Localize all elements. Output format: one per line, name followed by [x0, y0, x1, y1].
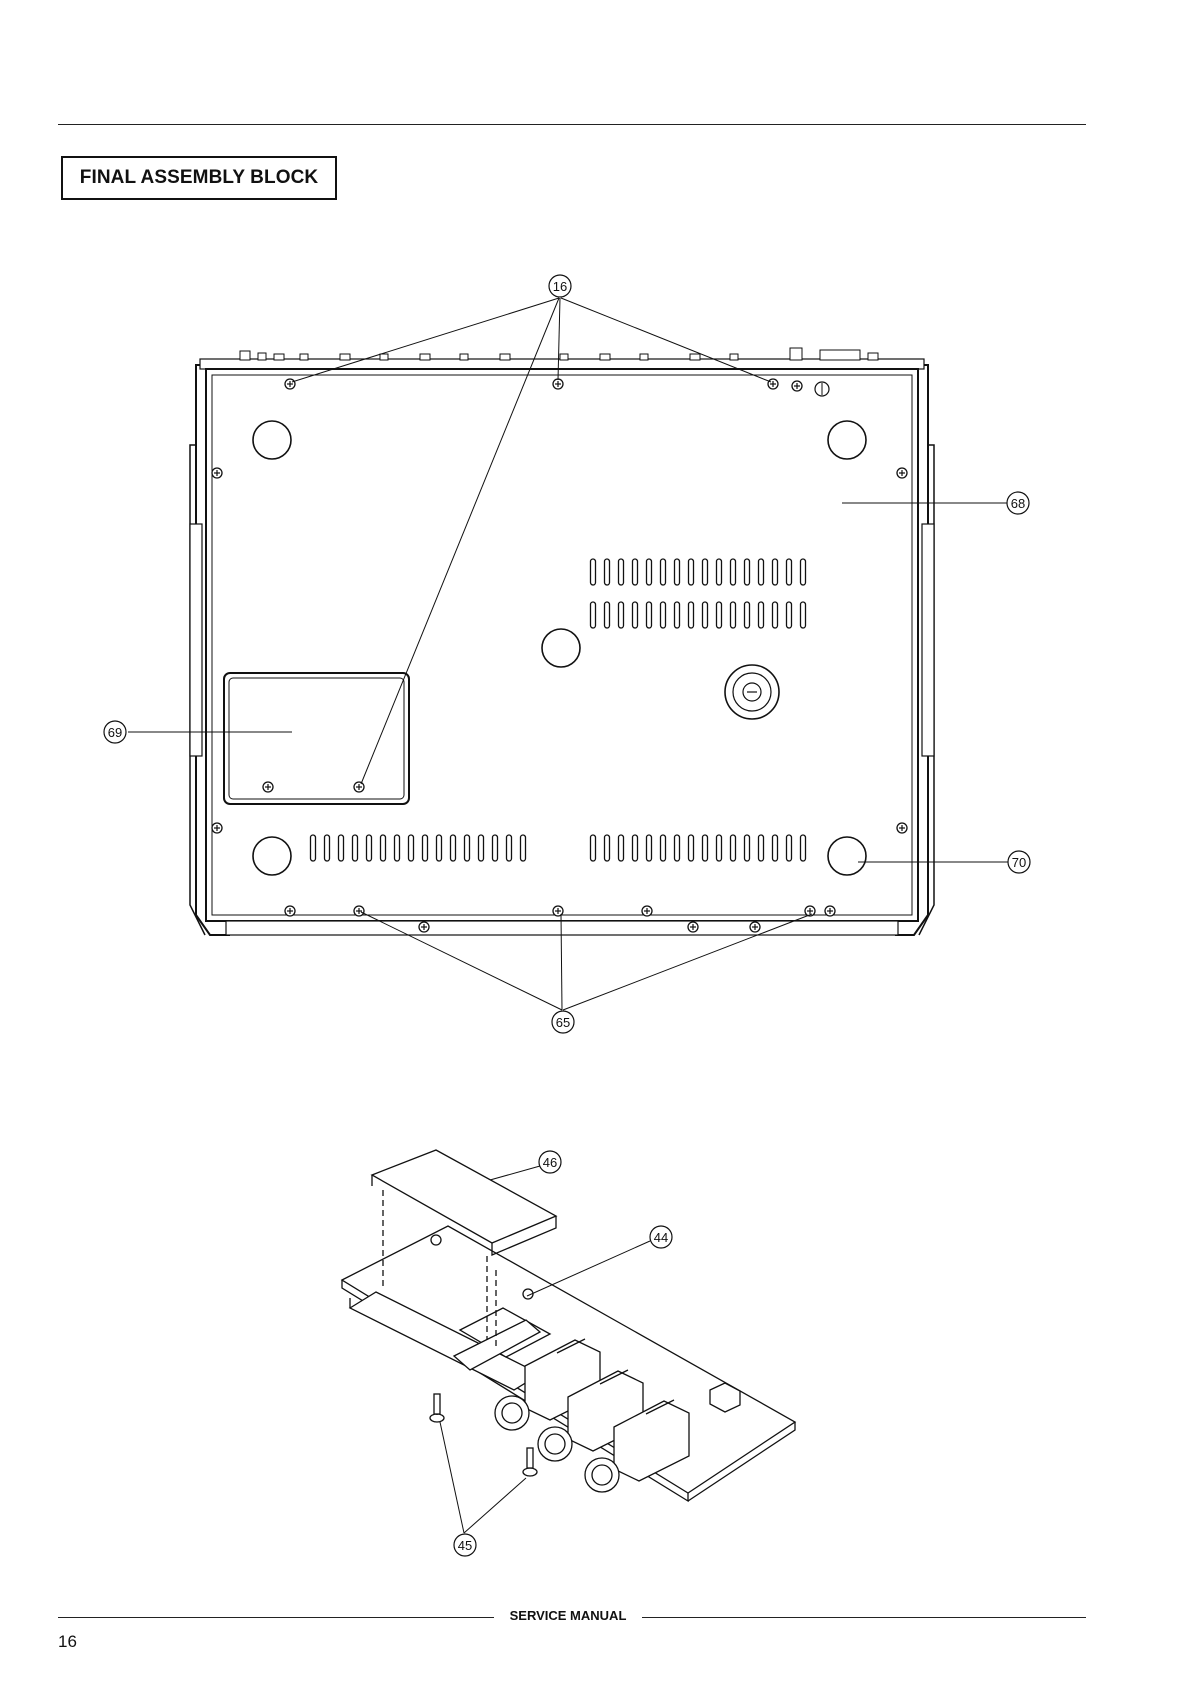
callout-label-70: 70: [1012, 855, 1026, 870]
unit-bottom-view: [190, 348, 934, 935]
footer-rule-right: [642, 1617, 1086, 1618]
callout-65: 65: [552, 1011, 574, 1033]
footer-rule-left: [58, 1617, 494, 1618]
callout-45: 45: [454, 1534, 476, 1556]
footer-label: SERVICE MANUAL: [494, 1608, 642, 1623]
callout-69: 69: [104, 721, 126, 743]
page-number: 16: [58, 1632, 77, 1652]
callout-label-46: 46: [543, 1155, 557, 1170]
card-slot-assembly: [342, 1150, 795, 1501]
callout-label-69: 69: [108, 725, 122, 740]
callout-label-65: 65: [556, 1015, 570, 1030]
callout-label-16: 16: [553, 279, 567, 294]
callout-68: 68: [1007, 492, 1029, 514]
callout-70: 70: [1008, 851, 1030, 873]
callout-44: 44: [650, 1226, 672, 1248]
callout-label-44: 44: [654, 1230, 668, 1245]
callout-label-45: 45: [458, 1538, 472, 1553]
callout-label-68: 68: [1011, 496, 1025, 511]
callout-16: 16: [549, 275, 571, 297]
callout-46: 46: [539, 1151, 561, 1173]
